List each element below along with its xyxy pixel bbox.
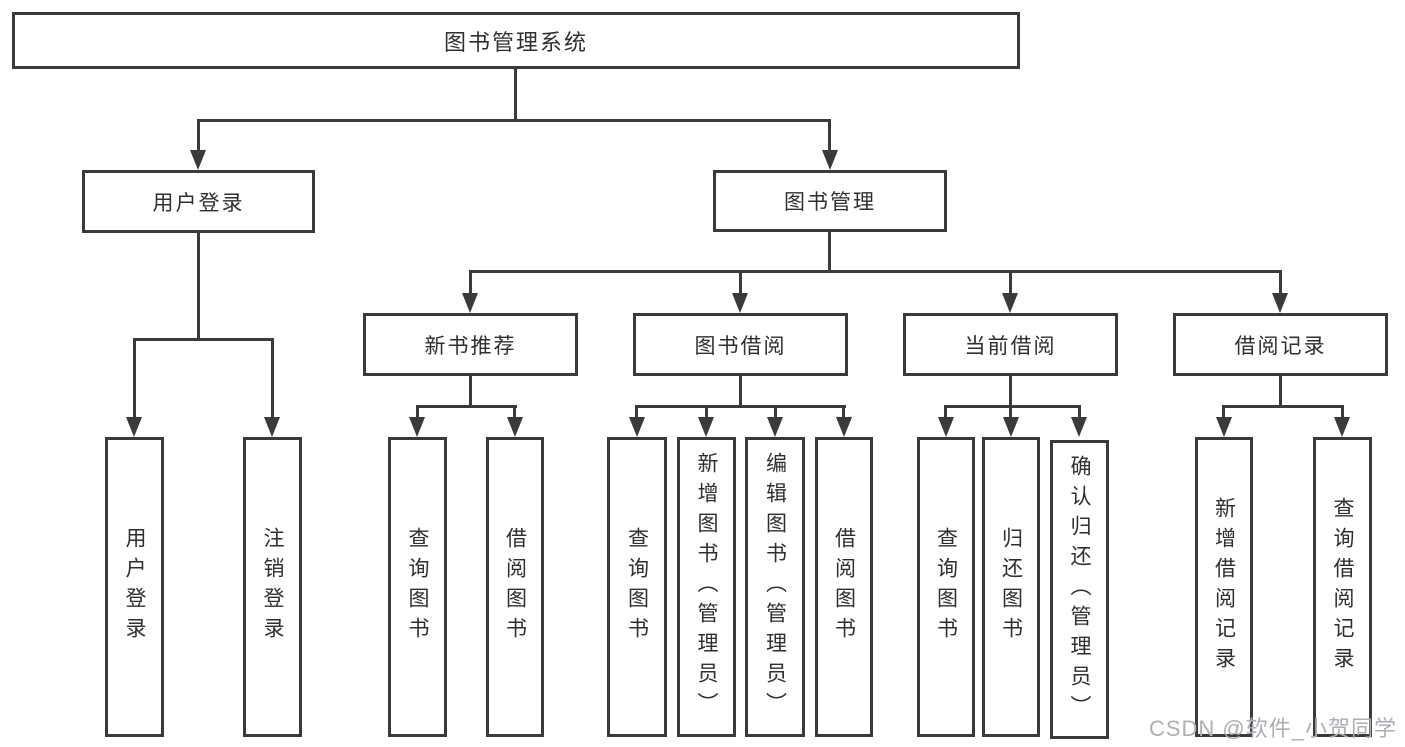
connector-line [197,119,200,151]
connector-line [739,376,742,405]
node-borrowing-records: 借阅记录 [1173,313,1388,376]
leaf-query-book-newrec: 查询图书 [388,437,447,737]
arrow-down [1272,293,1288,313]
leaf-borrow-book-newrec: 借阅图书 [486,437,544,737]
connector-line [842,405,845,419]
node-current-borrowing: 当前借阅 [903,313,1118,376]
connector-line [774,405,777,419]
arrow-down [698,417,714,437]
leaf-query-book-current: 查询图书 [917,437,975,737]
connector-line [944,405,1081,408]
connector-line [271,338,274,418]
node-book-management: 图书管理 [713,170,947,232]
connector-line [469,270,472,295]
csdn-watermark: CSDN @软件_小贺同学 [1148,716,1397,741]
connector-line [1279,376,1282,405]
arrow-down [836,417,852,437]
arrow-down [822,150,838,170]
connector-line [514,69,517,119]
connector-line [1009,376,1012,405]
leaf-user-login: 用户登录 [105,437,164,737]
connector-line [1222,405,1225,419]
arrow-down [462,293,478,313]
connector-line [739,270,742,295]
connector-line [416,405,419,419]
connector-line [828,119,831,151]
arrow-down [190,150,206,170]
connector-line [636,405,846,408]
arrow-down [629,417,645,437]
connector-line [133,338,136,418]
node-book-borrowing: 图书借阅 [633,313,848,376]
leaf-edit-book-admin: 编辑图书（管理员） [745,437,805,737]
connector-line [513,405,516,419]
arrow-down [767,417,783,437]
arrow-down [1071,417,1087,437]
node-new-book-recommendation: 新书推荐 [363,313,578,376]
connector-line [1009,270,1012,295]
connector-line [469,270,1282,273]
node-user-login: 用户登录 [82,170,315,233]
arrow-down [732,293,748,313]
connector-line [1341,405,1344,419]
arrow-down [409,417,425,437]
connector-line [705,405,708,419]
arrow-down [1002,293,1018,313]
arrow-down [1334,417,1350,437]
leaf-logout-login: 注销登录 [243,437,302,737]
arrow-down [1003,417,1019,437]
connector-line [469,376,472,405]
connector-line [416,405,517,408]
leaf-query-borrow-record: 查询借阅记录 [1313,437,1372,737]
leaf-borrow-book-borrow: 借阅图书 [815,437,873,737]
connector-line [197,233,200,338]
leaf-add-book-admin: 新增图书（管理员） [677,437,736,737]
arrow-down [264,417,280,437]
connector-line [1279,270,1282,295]
connector-line [635,405,638,419]
connector-line [1222,405,1344,408]
arrow-down [1216,417,1232,437]
arrow-down [507,417,523,437]
leaf-add-borrow-record: 新增借阅记录 [1195,437,1253,737]
leaf-return-book: 归还图书 [982,437,1040,737]
connector-line [133,338,274,341]
connector-line [828,232,831,270]
connector-line [1009,405,1012,419]
arrow-down [938,417,954,437]
arrow-down [126,417,142,437]
leaf-query-book-borrow: 查询图书 [607,437,667,737]
connector-line [944,405,947,419]
connector-line [197,119,831,122]
connector-line [1078,405,1081,419]
leaf-confirm-return-admin: 确认归还（管理员） [1050,440,1109,739]
node-root: 图书管理系统 [12,12,1020,69]
